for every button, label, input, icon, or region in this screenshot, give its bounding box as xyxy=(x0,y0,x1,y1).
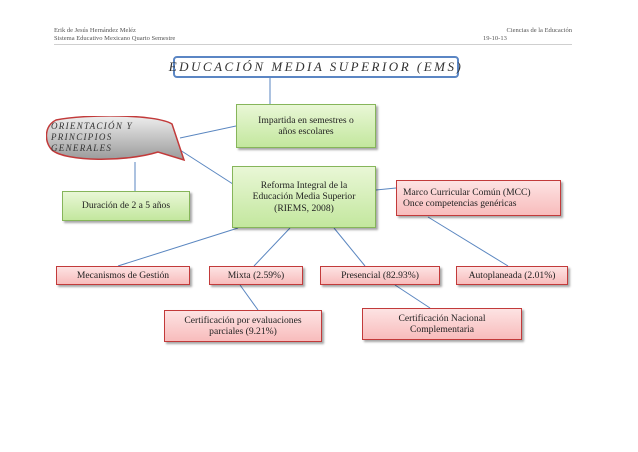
link-presencial-certnacional xyxy=(394,284,431,309)
node-mcc: Marco Curricular Común (MCC) Once compet… xyxy=(396,180,561,216)
link-riems-mixta xyxy=(253,227,291,267)
node-mixta: Mixta (2.59%) xyxy=(209,266,303,285)
node-certificacion-parcial: Certificación por evaluaciones parciales… xyxy=(164,310,322,342)
header-left: Erik de Jesús Hernández Meléz Sistema Ed… xyxy=(54,27,175,43)
node-certificacion-nacional: Certificación Nacional Complementaria xyxy=(362,308,522,340)
node-presencial: Presencial (82.93%) xyxy=(320,266,440,285)
mcc-subtitle: Once competencias genéricas xyxy=(403,198,517,209)
course-name: Ciencias de la Educación xyxy=(506,27,572,34)
node-autoplaneada: Autoplaneada (2.01%) xyxy=(456,266,568,285)
header-divider xyxy=(54,44,572,45)
principles-label: ORIENTACIÓN Y PRINCIPIOS GENERALES xyxy=(51,121,151,154)
link-riems-mcc xyxy=(375,187,397,191)
header-date: 19-10-13 xyxy=(483,35,507,42)
principles-line-3: GENERALES xyxy=(51,143,113,153)
node-impartida: Impartida en semestres o años escolares xyxy=(236,104,376,148)
principles-line-1: ORIENTACIÓN Y xyxy=(51,121,133,131)
link-oval-riems xyxy=(179,149,237,187)
node-riems: Reforma Integral de la Educación Media S… xyxy=(232,166,376,228)
program-name: Sistema Educativo Mexicano Quarto Semest… xyxy=(54,35,176,42)
mcc-title: Marco Curricular Común (MCC) xyxy=(403,186,531,198)
link-oval-impartida xyxy=(179,125,237,139)
author-name: Erik de Jesús Hernández Meléz xyxy=(54,27,136,34)
diagram-title: EDUCACIÓN MEDIA SUPERIOR (EMS) xyxy=(169,56,461,78)
link-riems-gestion xyxy=(117,227,239,267)
node-duracion: Duración de 2 a 5 años xyxy=(62,191,190,221)
link-mixta-certparcial xyxy=(239,284,259,311)
link-mcc-autoplaneada xyxy=(427,216,509,267)
link-riems-presencial xyxy=(333,227,366,267)
node-gestion: Mecanismos de Gestión xyxy=(56,266,190,285)
principles-line-2: PRINCIPIOS xyxy=(51,132,113,142)
principles-oval xyxy=(46,116,186,162)
